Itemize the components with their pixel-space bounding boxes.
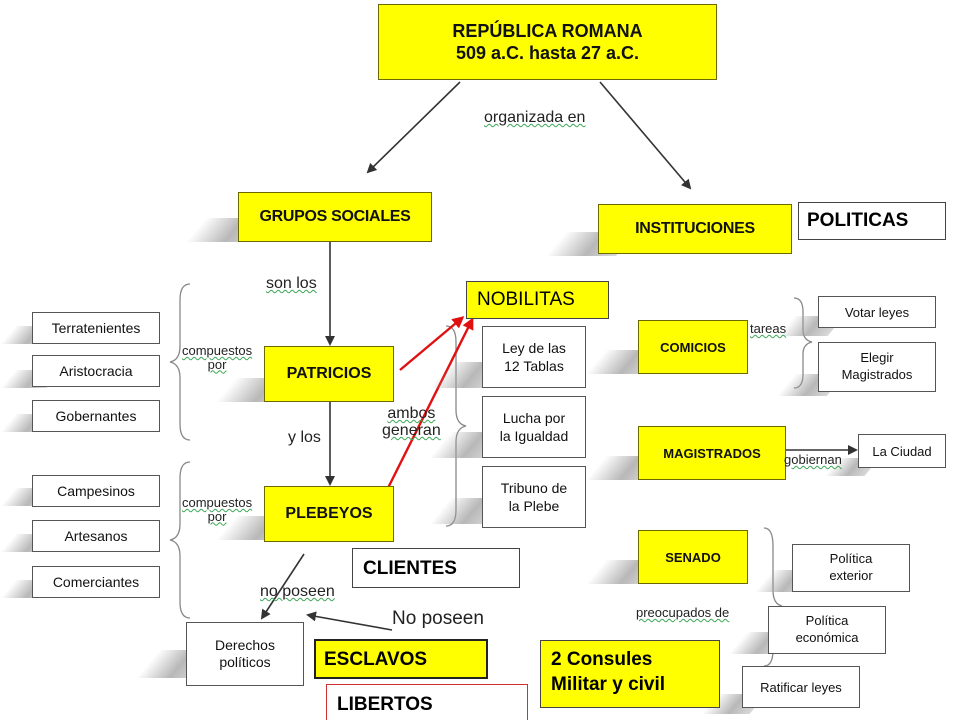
arrow-root-instituciones [599, 81, 692, 190]
node-magistrados: MAGISTRADOS [638, 426, 786, 480]
overlay-nobilitas: NOBILITAS [466, 281, 609, 319]
node-elegir-magistrados: Elegir Magistrados [818, 342, 936, 392]
label-preocupados-de: preocupados de [636, 605, 730, 620]
overlay-esclavos: ESCLAVOS [314, 639, 488, 679]
label-ambos-generan: ambos generan [382, 405, 441, 439]
node-comerciantes: Comerciantes [32, 566, 160, 598]
node-artesanos: Artesanos [32, 520, 160, 552]
node-campesinos: Campesinos [32, 475, 160, 507]
label-organizada-en: organizada en [484, 109, 586, 126]
overlay-libertos: LIBERTOS [326, 684, 528, 720]
node-comicios: COMICIOS [638, 320, 748, 374]
red-arrow-patricios-nobilitas [399, 316, 465, 371]
label-tareas: tareas [750, 321, 787, 336]
node-politica-economica: Política económica [768, 606, 886, 654]
node-ratificar-leyes: Ratificar leyes [742, 666, 860, 708]
arrow-esclavos-derechos [306, 611, 393, 631]
red-arrow-plebeyos-nobilitas [382, 317, 474, 497]
label-son-los: son los [266, 275, 317, 292]
node-aristocracia: Aristocracia [32, 355, 160, 387]
label-compuestos-por-plebeyos: compuestos por [182, 495, 253, 524]
node-patricios: PATRICIOS [264, 346, 394, 402]
arrow-plebeyos-derechos [260, 553, 305, 620]
node-instituciones: INSTITUCIONES [598, 204, 792, 254]
node-plebeyos: PLEBEYOS [264, 486, 394, 542]
node-derechos-politicos: Derechos políticos [186, 622, 304, 686]
overlay-consules: 2 Consules Militar y civil [540, 640, 720, 708]
overlay-clientes: CLIENTES [352, 548, 520, 588]
node-gobernantes: Gobernantes [32, 400, 160, 432]
node-republica-romana: REPÚBLICA ROMANA 509 a.C. hasta 27 a.C. [378, 4, 717, 80]
node-lucha-igualdad: Lucha por la Igualdad [482, 396, 586, 458]
brace-ambos [445, 325, 467, 527]
node-ley-12-tablas: Ley de las 12 Tablas [482, 326, 586, 388]
overlay-no-poseen: No poseen [392, 608, 484, 629]
node-senado: SENADO [638, 530, 748, 584]
root-dates: 509 a.C. hasta 27 a.C. [455, 43, 640, 63]
node-votar-leyes: Votar leyes [818, 296, 936, 328]
root-title: REPÚBLICA ROMANA [452, 20, 643, 41]
label-no-poseen: no poseen [260, 583, 335, 600]
node-la-ciudad: La Ciudad [858, 434, 946, 468]
label-gobiernan: gobiernan [784, 452, 842, 467]
node-terratenientes: Terratenientes [32, 312, 160, 344]
brace-patricios [169, 283, 191, 441]
node-grupos-sociales: GRUPOS SOCIALES [238, 192, 432, 242]
arrow-root-grupos [366, 81, 461, 174]
node-politica-exterior: Política exterior [792, 544, 910, 592]
brace-plebeyos [169, 461, 191, 619]
overlay-politicas: POLITICAS [798, 202, 946, 240]
label-y-los: y los [288, 429, 321, 446]
node-tribuno-plebe: Tribuno de la Plebe [482, 466, 586, 528]
label-compuestos-por-patricios: compuestos por [182, 343, 253, 372]
